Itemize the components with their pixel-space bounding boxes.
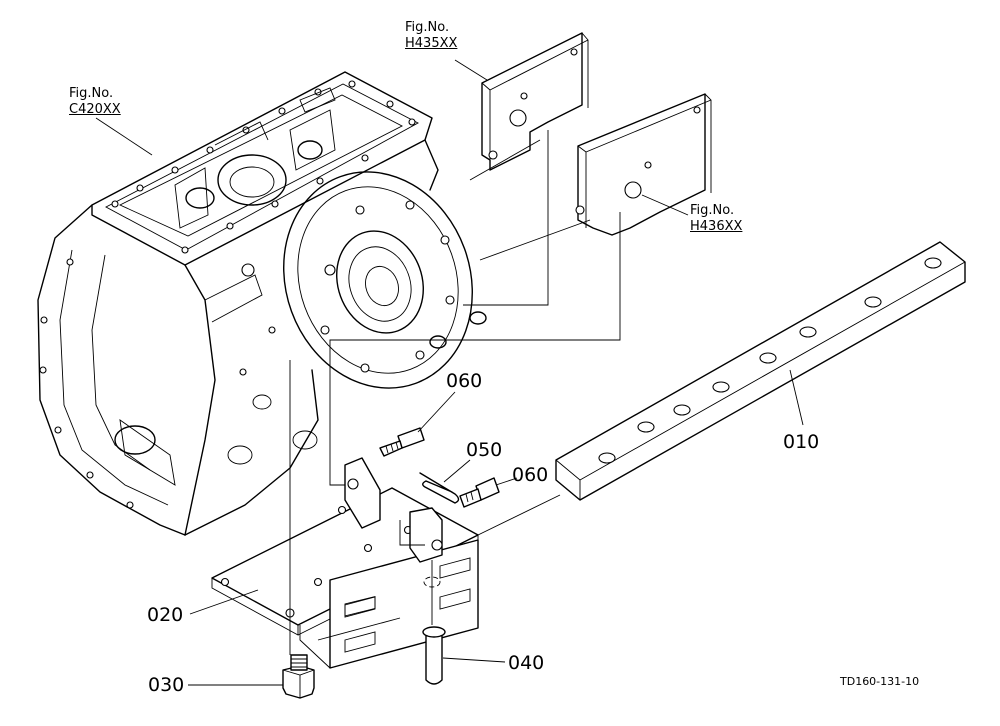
part-label-050: 050 [466, 439, 503, 461]
figure-ref-prefix: Fig.No. [69, 86, 114, 101]
bracket-h435xx [481, 32, 589, 171]
part-label-060-upper: 060 [446, 370, 483, 392]
clip-050 [419, 472, 460, 504]
bolt-060-lower [459, 477, 500, 508]
part-label-030: 030 [148, 674, 185, 696]
figure-ref-c420xx: Fig.No. C420XX [69, 86, 121, 118]
part-label-060-lower: 060 [512, 464, 549, 486]
drawbar-010 [555, 241, 966, 501]
part-label-010: 010 [783, 431, 820, 453]
figure-ref-prefix: Fig.No. [405, 20, 450, 35]
bolt-030 [282, 654, 315, 699]
assembly-lines [289, 130, 621, 655]
bracket-h436xx [575, 93, 712, 236]
bolt-060-upper [379, 427, 425, 457]
part-label-040: 040 [508, 652, 545, 674]
figure-ref-h435xx: Fig.No. H435XX [405, 20, 457, 52]
transmission-housing [37, 71, 487, 536]
callout-leaders [95, 59, 804, 686]
figure-ref-h436xx: Fig.No. H436XX [690, 203, 742, 235]
part-label-020: 020 [147, 604, 184, 626]
figure-ref-code: H435XX [405, 36, 458, 51]
figure-ref-code: H436XX [690, 219, 743, 234]
drawing-id: TD160-131-10 [840, 675, 920, 688]
figure-ref-prefix: Fig.No. [690, 203, 735, 218]
pin-040 [422, 626, 446, 685]
figure-ref-code: C420XX [69, 102, 121, 117]
